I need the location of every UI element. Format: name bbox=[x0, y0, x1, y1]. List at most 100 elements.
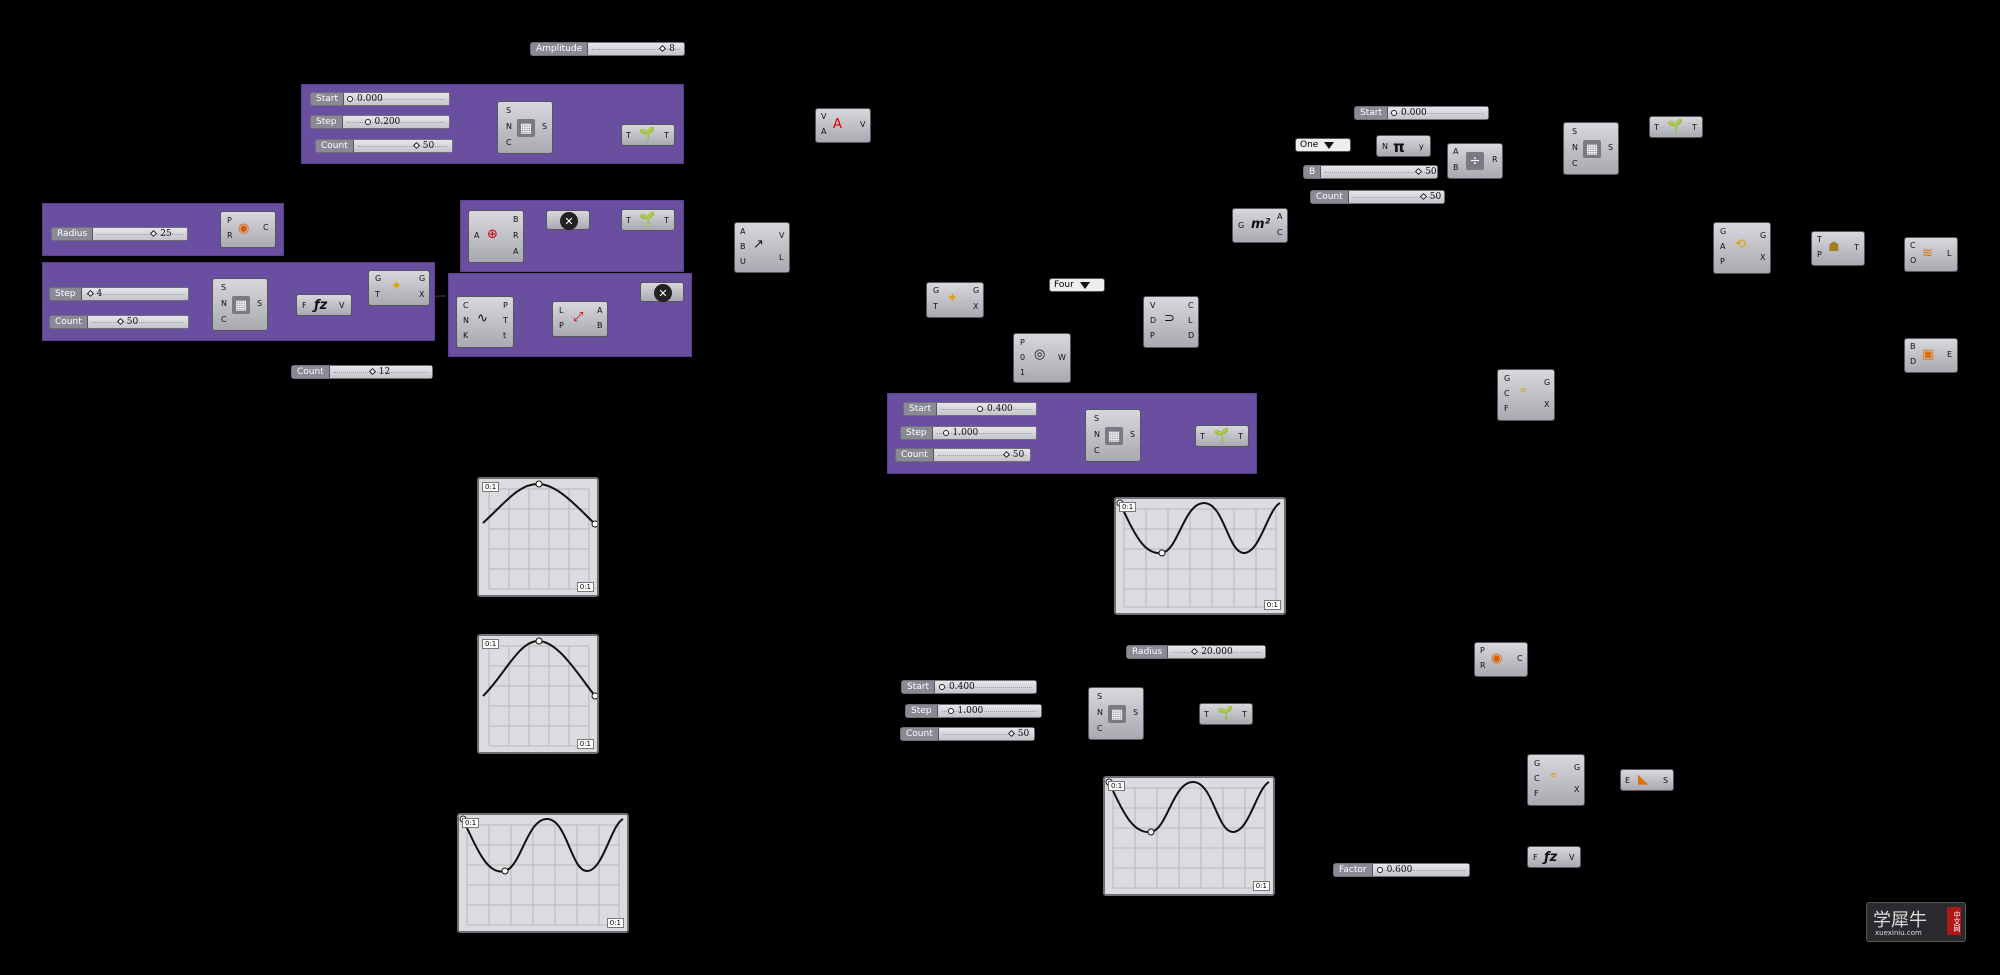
pin-x[interactable]: X bbox=[973, 302, 979, 311]
slider-track[interactable]: 0.200 bbox=[342, 116, 449, 128]
pin-c[interactable]: C bbox=[1572, 159, 1578, 168]
pin-g[interactable]: G bbox=[375, 274, 382, 283]
pin-a[interactable]: A bbox=[1720, 242, 1726, 251]
flatten-tree-component-right[interactable]: T 🌱 T bbox=[1649, 116, 1703, 138]
pin-s[interactable]: S bbox=[1663, 776, 1669, 785]
pin-f[interactable]: F bbox=[1534, 789, 1539, 798]
start-slider-right[interactable]: Start 0.000 bbox=[1354, 106, 1489, 120]
vector-2pt-component[interactable]: A B U ↗ V L bbox=[734, 222, 790, 273]
flatten-tree-component[interactable]: T 🌱 T bbox=[621, 124, 675, 146]
pin-t[interactable]: T bbox=[664, 131, 669, 140]
pin-x[interactable]: X bbox=[1760, 253, 1766, 262]
curve-length-component[interactable]: V D P ⊃ C L D bbox=[1143, 296, 1199, 348]
radius-slider-mid[interactable]: Radius 20.000 bbox=[1126, 645, 1266, 659]
polar-component[interactable]: A ⊕ B R A bbox=[468, 210, 524, 263]
series-component-left[interactable]: S N C S ▦ bbox=[212, 278, 268, 331]
slider-track[interactable]: 50 bbox=[1348, 191, 1444, 203]
pin-n[interactable]: N bbox=[1572, 143, 1578, 152]
pin-c[interactable]: C bbox=[221, 315, 227, 324]
pin-s[interactable]: S bbox=[221, 283, 227, 292]
pin-c[interactable]: C bbox=[1910, 241, 1916, 250]
extrude-component[interactable]: E ◣ S bbox=[1620, 769, 1674, 791]
pin-r[interactable]: R bbox=[1480, 661, 1486, 670]
pin-s[interactable]: S bbox=[1608, 143, 1614, 152]
vector-amplitude-component[interactable]: V A A V bbox=[815, 108, 871, 143]
pin-a[interactable]: A bbox=[821, 127, 827, 136]
pin-t[interactable]: T bbox=[626, 216, 631, 225]
pin-f[interactable]: F bbox=[1504, 404, 1509, 413]
pin-t[interactable]: T bbox=[1200, 432, 1205, 441]
pin-c[interactable]: C bbox=[1517, 654, 1523, 663]
flatten-tree-component-2[interactable]: T 🌱 T bbox=[621, 209, 675, 231]
pin-t[interactable]: T bbox=[664, 216, 669, 225]
pin-g[interactable]: G bbox=[1574, 763, 1581, 772]
pin-t[interactable]: T bbox=[1817, 235, 1822, 244]
pin-t[interactable]: T bbox=[375, 290, 380, 299]
pin-c[interactable]: C bbox=[1097, 724, 1103, 733]
expression-component[interactable]: F ƒz V bbox=[296, 294, 352, 316]
pin-c[interactable]: C bbox=[506, 138, 512, 147]
pin-l[interactable]: L bbox=[559, 306, 564, 315]
pin-v[interactable]: V bbox=[339, 301, 345, 310]
pin-p[interactable]: P bbox=[1020, 338, 1025, 347]
pin-t[interactable]: T bbox=[1854, 243, 1859, 252]
pin-x[interactable]: X bbox=[1544, 400, 1550, 409]
pin-g[interactable]: G bbox=[973, 286, 980, 295]
pin-k[interactable]: K bbox=[463, 331, 469, 340]
slider-track[interactable]: 1.000 bbox=[932, 427, 1036, 439]
pin-t[interactable]: T bbox=[933, 302, 938, 311]
slider-track[interactable]: 50 bbox=[938, 728, 1034, 740]
pin-u[interactable]: U bbox=[740, 257, 746, 266]
series-component-low[interactable]: S N C S ▦ bbox=[1088, 687, 1144, 740]
circle-component[interactable]: P R ◉ C bbox=[220, 211, 276, 248]
step-slider-left[interactable]: Step 4 bbox=[49, 287, 189, 301]
line-component[interactable]: L P ⤢ A B bbox=[552, 301, 608, 337]
pin-w[interactable]: W bbox=[1058, 353, 1066, 362]
pin-a[interactable]: A bbox=[740, 227, 746, 236]
pin-x[interactable]: X bbox=[419, 290, 425, 299]
pin-n[interactable]: N bbox=[463, 316, 469, 325]
pin-y[interactable]: y bbox=[1419, 142, 1424, 151]
start-slider-mid[interactable]: Start 0.400 bbox=[903, 402, 1037, 416]
pin-c[interactable]: C bbox=[1094, 446, 1100, 455]
pin-b[interactable]: B bbox=[597, 321, 603, 330]
pin-t-small[interactable]: t bbox=[503, 331, 507, 340]
pin-t[interactable]: T bbox=[1692, 123, 1697, 132]
value-list-one[interactable]: One bbox=[1295, 138, 1351, 152]
graph-mapper-5[interactable]: 0:1 0:1 bbox=[1103, 776, 1275, 896]
pin-e[interactable]: E bbox=[1625, 776, 1631, 785]
pin-r[interactable]: R bbox=[1492, 155, 1498, 164]
pin-v[interactable]: V bbox=[1569, 853, 1575, 862]
pin-n[interactable]: N bbox=[1097, 708, 1103, 717]
pin-1[interactable]: 1 bbox=[1020, 368, 1026, 377]
pin-t[interactable]: T bbox=[1204, 710, 1209, 719]
pin-v[interactable]: V bbox=[779, 231, 785, 240]
pin-p[interactable]: P bbox=[1817, 250, 1822, 259]
slider-track[interactable]: 50 bbox=[353, 140, 452, 152]
pin-t[interactable]: T bbox=[503, 316, 508, 325]
flatten-tree-component-mid[interactable]: T 🌱 T bbox=[1195, 425, 1249, 447]
pin-a[interactable]: A bbox=[1453, 147, 1459, 156]
area-component[interactable]: G m² A C bbox=[1232, 208, 1288, 243]
scale-component[interactable]: G C F ⚬ G X bbox=[1497, 369, 1555, 421]
pin-s[interactable]: S bbox=[1097, 692, 1103, 701]
chevron-down-icon[interactable] bbox=[1324, 141, 1335, 149]
pin-v[interactable]: V bbox=[860, 120, 866, 129]
slider-track[interactable]: 0.000 bbox=[344, 93, 449, 105]
flatten-tree-component-low[interactable]: T 🌱 T bbox=[1199, 703, 1253, 725]
pin-c[interactable]: C bbox=[1277, 228, 1283, 237]
scale-component-low[interactable]: G C F ⚬ G X bbox=[1527, 754, 1585, 806]
slider-track[interactable]: 25 bbox=[93, 228, 187, 240]
pipe-component[interactable]: P 0 1 ◎ W bbox=[1013, 333, 1071, 383]
pin-a[interactable]: A bbox=[474, 231, 480, 240]
radius-slider-left[interactable]: Radius 25 bbox=[51, 227, 188, 241]
pin-n[interactable]: N bbox=[506, 122, 512, 131]
step-slider-mid[interactable]: Step 1.000 bbox=[900, 426, 1037, 440]
step-slider-top[interactable]: Step 0.200 bbox=[310, 115, 450, 129]
factor-slider[interactable]: Factor 0.600 bbox=[1333, 863, 1470, 877]
graph-mapper-3[interactable]: 0:1 0:1 bbox=[457, 813, 629, 933]
pin-t[interactable]: T bbox=[1654, 123, 1659, 132]
pin-s[interactable]: S bbox=[506, 106, 512, 115]
series-component-mid[interactable]: S N C S ▦ bbox=[1085, 409, 1141, 462]
